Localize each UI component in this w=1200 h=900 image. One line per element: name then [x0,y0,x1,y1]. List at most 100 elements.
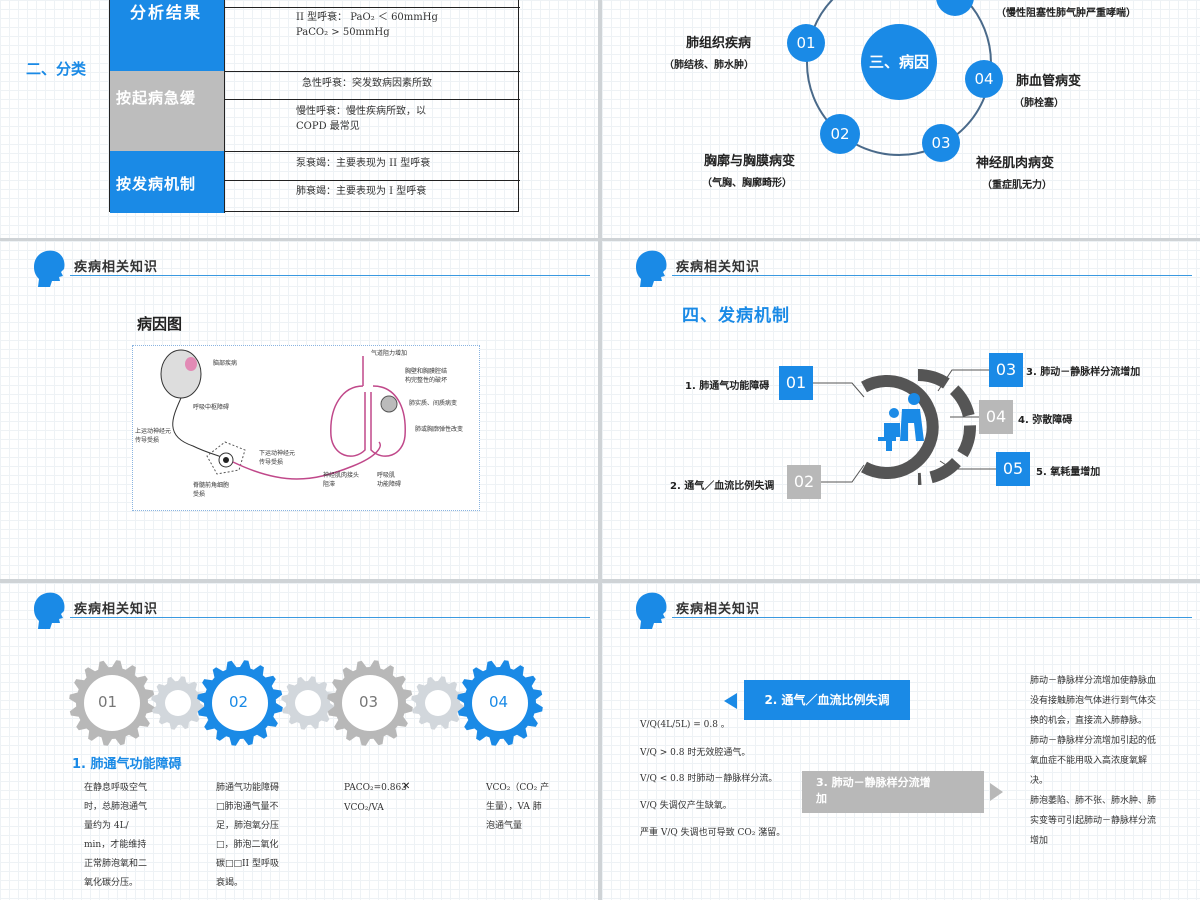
table-cell: 急性呼衰：突发致病因素所致 [302,78,432,89]
gear-row [69,660,543,746]
diagram-label: 胸壁和胸膜腔结 构完整性的破坏 [405,368,448,384]
gear-label-03: 03 [359,693,379,711]
mechanism-label-04: 4. 弥散障碍 [1018,415,1073,426]
text-col-2: 肺通气功能障碍 □肺泡通气量不 足，肺泡氧分压 □，肺泡二氧化 碳□□II 型呼… [216,783,280,888]
diagram-label: 上运动神经元 传导受损 [135,428,172,444]
mechanism-title: 四、发病机制 [682,306,790,326]
diagram-label: 脊髓前角细胞 受损 [193,482,230,498]
vq-line: V/Q 失调仅产生缺氧。 [640,801,732,811]
diagram-label: 呼吸肌 功能障碍 [377,472,402,488]
header-title: 疾病相关知识 [74,260,159,275]
diagram-label: 呼吸中枢障碍 [193,404,230,411]
header-title: 疾病相关知识 [74,602,159,617]
vq-line: 严重 V/Q 失调也可导致 CO₂ 潴留。 [640,828,786,838]
mechanism-box-03: 03 [989,353,1023,387]
arrow-right-icon [990,783,1003,801]
gear-large-03 [327,660,413,746]
slide-mechanism: 疾病相关知识 四、发病机制 01 02 03 04 05 1. 肺通气功能障碍 … [602,241,1200,579]
header-title: 疾病相关知识 [676,602,761,617]
text-col-1: 在静息呼吸空气 时，总肺泡通气 量约为 4L/ min，才能维持 正常肺泡氧和二… [84,783,148,888]
diagram-label: 气道阻力增加 [371,350,408,357]
row-label-text: 按起病急缓 [116,89,197,107]
row-label-text: 分析结果 [130,3,203,22]
tag-second: 3. 肺动－静脉样分流增 加 [802,771,984,813]
circle-num: 03 [931,134,951,152]
text-col-3a: PACO₂=0.863 [344,783,407,793]
header-divider [70,275,590,276]
close-icon: ✕ [402,781,411,792]
cause-title-02: 胸廓与胸膜病变 [704,154,796,169]
mechanism-ring [813,369,996,485]
circle-num: 02 [830,125,850,143]
mechanism-box-05: 05 [996,452,1030,486]
box-num: 01 [785,373,807,392]
gear-label-02: 02 [229,693,249,711]
box-num: 03 [995,360,1017,379]
gear-large-02 [197,660,283,746]
gear-large-01 [69,660,155,746]
mechanism-label-05: 5. 氧耗量增加 [1036,467,1101,478]
center-label: 三、病因 [868,53,929,71]
table-cell: 肺衰竭：主要表现为 I 型呼衰 [296,186,427,197]
circle-num: 04 [974,70,994,88]
gear-label-01: 01 [98,693,118,711]
section-heading: 1. 肺通气功能障碍 [72,757,182,772]
mechanism-box-02: 02 [787,465,821,499]
gear-label-04: 04 [489,693,509,711]
diagram-label: 脑部疾病 [213,360,238,367]
cause-title-01: 肺组织疾病 [686,36,752,51]
cause-circle-04: 04 [965,60,1003,98]
mechanism-label-01: 1. 肺通气功能障碍 [685,381,770,392]
slide-classification: 二、分类 分析结果 按起病急缓 按发病机制 II 型呼衰： PaO₂ ＜ 60m… [0,0,598,238]
tag-main-label: 2. 通气／血流比例失调 [764,693,890,707]
caregiver-icon [878,393,924,451]
diagram-title: 病因图 [137,315,183,333]
cause-circle-01: 01 [787,24,825,62]
diagram-label: 下运动神经元 传导受损 [259,450,296,466]
cause-circle-top [936,0,974,16]
cause-sub-03: （重症肌无力） [982,180,1052,191]
box-num: 04 [985,407,1007,426]
cause-circle-03: 03 [922,124,960,162]
cause-top-sub: （慢性阻塞性肺气肿严重哮喘） [996,8,1136,19]
gear-small [151,676,205,730]
tag-second-label: 3. 肺动－静脉样分流增 加 [816,776,931,805]
gear-large-04 [457,660,543,746]
cause-title-03: 神经肌肉病变 [976,156,1055,171]
cause-sub-02: （气胸、胸廓畸形） [702,178,792,189]
mechanism-box-04: 04 [979,400,1013,434]
side-label: 二、分类 [26,60,87,78]
arrow-left-icon [724,693,737,709]
cause-sub-04: （肺栓塞） [1014,98,1064,109]
tag-main: 2. 通气／血流比例失调 [744,680,910,720]
head-profile-icon [34,250,65,287]
vq-line: V/Q > 0.8 时无效腔通气。 [640,748,751,758]
mechanism-box-01: 01 [779,366,813,400]
row-label-mechanism [110,151,224,213]
row-label-text: 按发病机制 [116,175,197,193]
mechanism-label-02: 2. 通气／血流比例失调 [670,481,775,492]
header-divider [70,617,590,618]
box-num: 05 [1002,459,1024,478]
slide-cause-diagram: 疾病相关知识 病因图 脑部疾病 呼吸中枢障碍 上运动神经元 传导受损 脊髓前角细… [0,241,598,579]
cause-diagram: 脑部疾病 呼吸中枢障碍 上运动神经元 传导受损 脊髓前角细胞 受损 下运动神经元… [132,345,480,511]
table-cell: 慢性呼衰：慢性疾病所致，以 COPD 最常见 [296,106,426,132]
header-divider [672,275,1192,276]
head-profile-icon [636,250,667,287]
gear-small [281,676,335,730]
vq-line: V/Q(4L/5L) = 0.8 。 [640,720,730,730]
gear-small [411,676,465,730]
slide-vq-mismatch: 疾病相关知识 2. 通气／血流比例失调 V/Q(4L/5L) = 0.8 。 V… [602,583,1200,900]
header-divider [672,617,1192,618]
cause-sub-01: （肺结核、肺水肿） [664,60,754,71]
head-profile-icon [636,592,667,629]
cause-circle-02: 02 [820,114,860,154]
mechanism-label-03: 3. 肺动－静脉样分流增加 [1026,367,1141,378]
diagram-label: 神经肌肉接头 阻滞 [323,472,360,488]
head-profile-icon [34,592,65,629]
slide-causes: 三、病因 01 02 03 04 （慢性阻塞性肺气肿严重哮喘） 肺组织疾病 （肺… [602,0,1200,238]
box-num: 02 [793,472,815,491]
circle-num: 01 [796,34,816,52]
row-label-onset [110,71,224,151]
classification-table: 分析结果 按起病急缓 按发病机制 II 型呼衰： PaO₂ ＜ 60mmHg P… [109,0,520,213]
